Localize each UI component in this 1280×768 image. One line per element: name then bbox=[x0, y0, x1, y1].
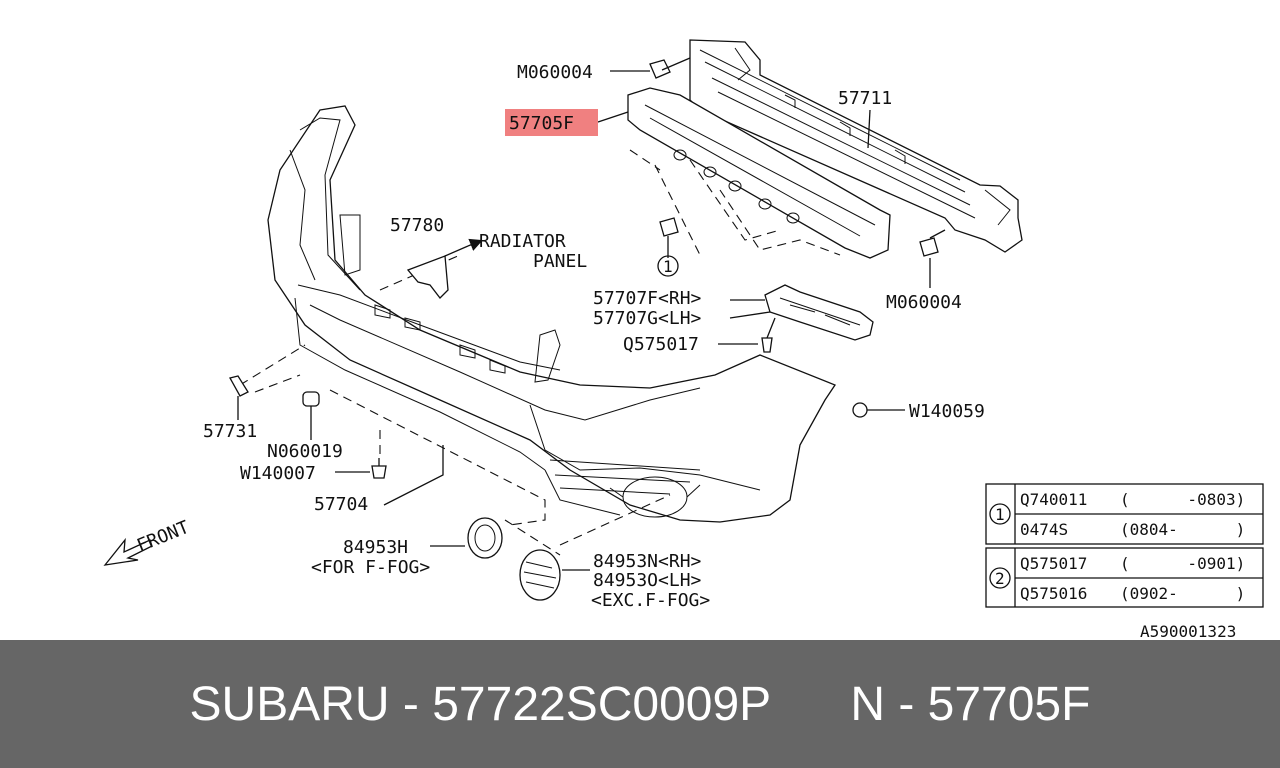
supersession-table: 1 Q740011 ( -0803) 0474S (0804- ) 2 Q575… bbox=[985, 483, 1264, 608]
ref-circle-1 bbox=[657, 255, 679, 277]
table-row1-part-a: Q740011 bbox=[1020, 490, 1087, 509]
bracket-57780 bbox=[406, 238, 483, 299]
bolt-icon bbox=[919, 229, 946, 257]
front-arrow-icon bbox=[103, 537, 153, 566]
callout-57707g: 57707G<LH> bbox=[593, 308, 702, 329]
callout-m060004-top: M060004 bbox=[517, 62, 593, 83]
callout-84953h: 84953H bbox=[343, 537, 408, 558]
callout-q575017: Q575017 bbox=[623, 334, 699, 355]
side-bracket-57707 bbox=[764, 284, 874, 341]
callout-84953o: 84953O<LH> bbox=[593, 570, 702, 591]
fog-cover-84953h bbox=[467, 517, 503, 559]
table-row2-part-b: Q575016 bbox=[1020, 584, 1087, 603]
footer-ref: N - 57705F bbox=[850, 677, 1091, 731]
footer-brand-part: SUBARU - 57722SC0009P bbox=[189, 677, 771, 731]
clip-w140007-icon bbox=[371, 458, 387, 479]
callout-w140007: W140007 bbox=[240, 463, 316, 484]
nut-n060019-icon bbox=[302, 391, 320, 407]
callout-radiator-line1: RADIATOR bbox=[479, 231, 566, 252]
callout-57731: 57731 bbox=[203, 421, 257, 442]
table-row2-part-a: Q575017 bbox=[1020, 554, 1087, 573]
parts-diagram: M060004 57705F 57711 57780 RADIATOR PANE… bbox=[103, 39, 1264, 640]
highlight-57705f bbox=[505, 109, 598, 136]
table-row2-range-b: (0902- ) bbox=[1120, 584, 1245, 603]
table-row1-marker: 1 bbox=[995, 505, 1005, 524]
footer-caption: SUBARU - 57722SC0009P N - 57705F bbox=[190, 677, 1091, 732]
callout-m060004-right: M060004 bbox=[886, 292, 962, 313]
bolt-icon bbox=[649, 57, 691, 79]
screw-icon bbox=[761, 317, 776, 353]
bolt-icon bbox=[659, 217, 679, 250]
callout-57780: 57780 bbox=[390, 215, 444, 236]
bumper-face-57704 bbox=[267, 105, 836, 523]
table-row1-range-a: ( -0803) bbox=[1120, 490, 1245, 509]
diagram-id: A590001323 bbox=[1140, 622, 1236, 640]
callout-radiator-line2: PANEL bbox=[533, 251, 587, 272]
footer-banner: SUBARU - 57722SC0009P N - 57705F bbox=[0, 640, 1280, 768]
clip-57731-icon bbox=[229, 375, 249, 397]
reinforcement-beam-57711 bbox=[689, 39, 1023, 253]
callout-57705f: 57705F bbox=[509, 113, 574, 134]
table-row2-marker: 2 bbox=[995, 569, 1005, 588]
front-label: FRONT bbox=[134, 517, 192, 557]
clip-w140059-icon bbox=[852, 402, 868, 418]
table-row1-range-b: (0804- ) bbox=[1120, 520, 1245, 539]
callout-w140059: W140059 bbox=[909, 401, 985, 422]
callout-for-ffog: <FOR F-FOG> bbox=[311, 557, 430, 578]
table-row2-range-a: ( -0901) bbox=[1120, 554, 1245, 573]
ref-circle-1-label: 1 bbox=[663, 257, 673, 276]
callout-57704: 57704 bbox=[314, 494, 368, 515]
table-row1-part-b: 0474S bbox=[1020, 520, 1068, 539]
callout-84953n: 84953N<RH> bbox=[593, 551, 702, 572]
callout-57711: 57711 bbox=[838, 88, 892, 109]
callout-exc-ffog: <EXC.F-FOG> bbox=[591, 590, 710, 611]
absorber-57705f bbox=[627, 87, 891, 259]
callout-57707f: 57707F<RH> bbox=[593, 288, 702, 309]
callout-n060019: N060019 bbox=[267, 441, 343, 462]
fog-cover-84953n bbox=[519, 549, 561, 601]
